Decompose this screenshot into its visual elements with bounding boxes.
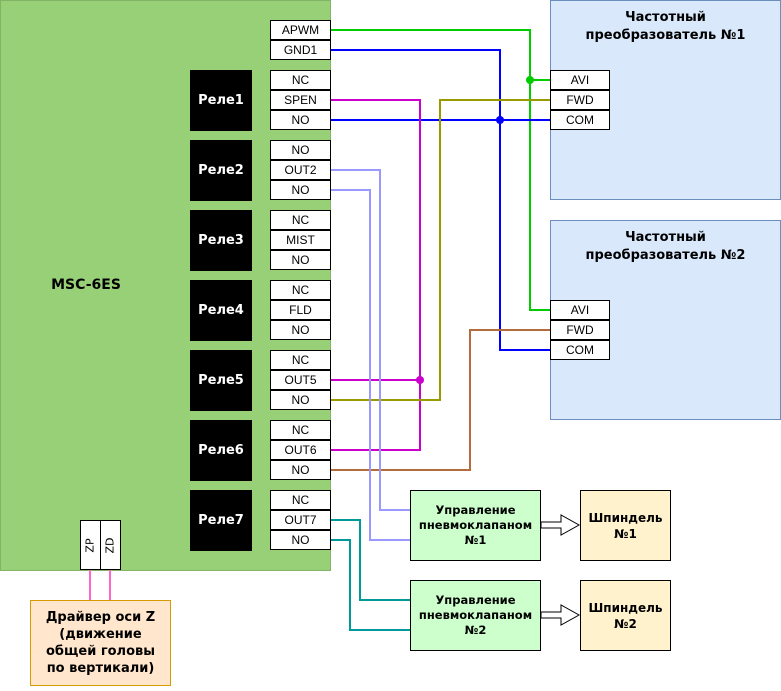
relay-6-pin-no: NO [270, 460, 331, 480]
relay-3-pin-no: NO [270, 250, 331, 270]
relay-1-pin-no: NO [270, 110, 331, 130]
vfd-2-title: Частотный преобразователь №2 [550, 229, 781, 265]
wire-fwd1 [331, 99, 550, 401]
relay-7: Реле7 [190, 490, 252, 551]
vfd-1-pin-com: COM [550, 110, 610, 130]
vfd-1-title-line2: преобразователь №1 [585, 28, 746, 43]
relay-1-pin-spen: SPEN [270, 90, 331, 110]
wire-apwm [331, 29, 550, 311]
junction-spen [416, 376, 424, 384]
vfd-1-pin-fwd: FWD [550, 90, 610, 110]
relay-4: Реле4 [190, 280, 252, 341]
spindle-2: Шпиндель №2 [580, 580, 671, 651]
wire-out7 [331, 519, 410, 601]
vfd-2-pin-avi: AVI [550, 300, 610, 320]
relay-6-pin-out6: OUT6 [270, 440, 331, 460]
wire-relay7-no [331, 539, 410, 631]
relay-3-pin-nc: NC [270, 210, 331, 230]
controller-title: MSC-6ES [51, 277, 121, 293]
spindle-1: Шпиндель №1 [580, 490, 671, 561]
vfd-2-pin-com: COM [550, 340, 610, 360]
vfd-1-title: Частотный преобразователь №1 [550, 9, 781, 45]
wire-gnd1 [331, 49, 550, 351]
relay-3-pin-mist: MIST [270, 230, 331, 250]
relay-4-pin-nc: NC [270, 280, 331, 300]
relay-4-pin-no: NO [270, 320, 331, 340]
relay-5-pin-nc: NC [270, 350, 331, 370]
junction-apwm [526, 76, 534, 84]
vfd-2-title-line2: преобразователь №2 [585, 248, 746, 263]
wire-fwd2 [331, 329, 550, 471]
wire-spen [331, 99, 421, 451]
relay-7-pin-out7: OUT7 [270, 510, 331, 530]
arrow-valve2-spindle2 [540, 604, 581, 626]
arrow-valve1-spindle1 [540, 514, 581, 536]
wire-relay2-no [331, 189, 410, 541]
relay-6: Реле6 [190, 420, 252, 481]
relay-6-pin-nc: NC [270, 420, 331, 440]
relay-7-pin-no: NO [270, 530, 331, 550]
vfd-2-pin-fwd: FWD [550, 320, 610, 340]
relay-2: Реле2 [190, 140, 252, 201]
z-axis-driver: Драйвер оси Z (движение общей головы по … [30, 600, 171, 686]
relay-2-pin-no: NO [270, 180, 331, 200]
junction-gnd [496, 116, 504, 124]
relay-4-pin-fld: FLD [270, 300, 331, 320]
wire-out2 [331, 169, 410, 511]
vfd-1-pin-avi: AVI [550, 70, 610, 90]
relay-3: Реле3 [190, 210, 252, 271]
relay-2-pin-1: NO [270, 140, 331, 160]
vfd-2-title-line1: Частотный [625, 230, 706, 245]
pin-apwm: APWM [270, 20, 331, 40]
relay-1-pin-nc: NC [270, 70, 331, 90]
relay-5: Реле5 [190, 350, 252, 411]
relay-1: Реле1 [190, 70, 252, 131]
relay-2-pin-out2: OUT2 [270, 160, 331, 180]
relay-5-pin-out5: OUT5 [270, 370, 331, 390]
pin-zd: ZD [100, 520, 121, 570]
pin-gnd1: GND1 [270, 40, 331, 60]
valve-control-2: Управление пневмоклапаном №2 [410, 580, 541, 651]
valve-control-1: Управление пневмоклапаном №1 [410, 490, 541, 561]
relay-7-pin-nc: NC [270, 490, 331, 510]
vfd-1-title-line1: Частотный [625, 10, 706, 25]
relay-5-pin-no: NO [270, 390, 331, 410]
